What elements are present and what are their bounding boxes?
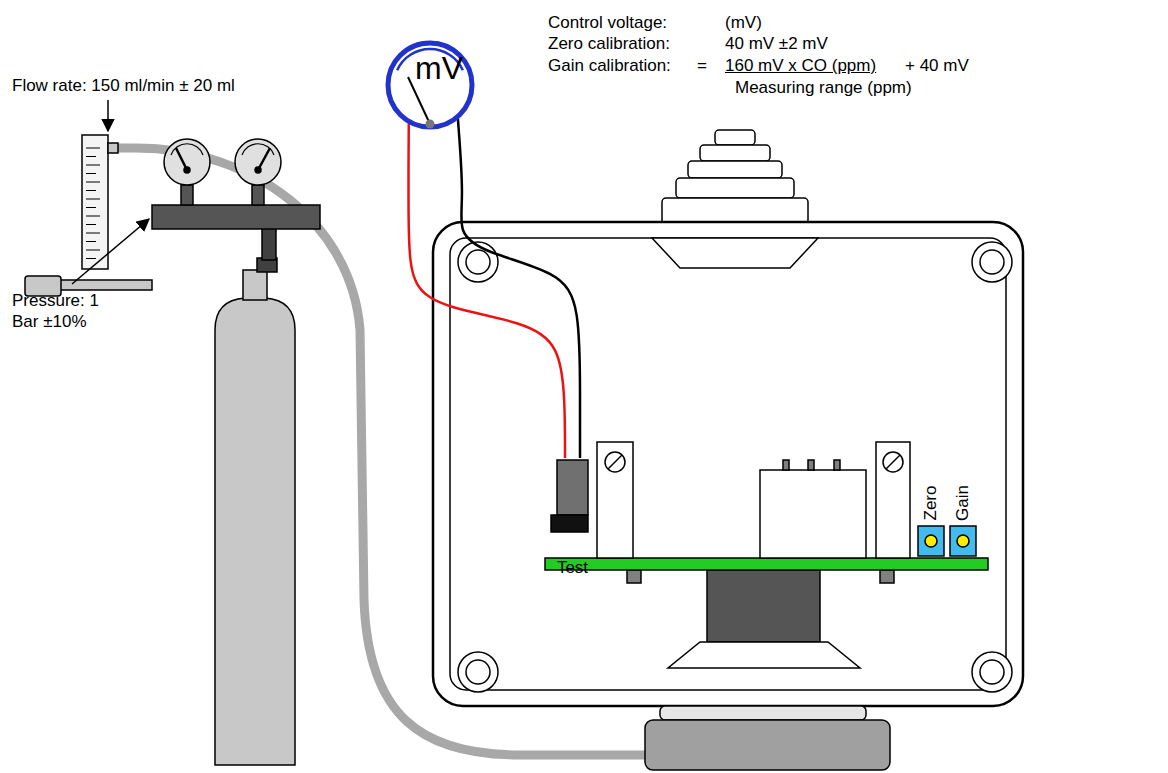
formula-numerator: 160 mV x CO (ppm) [725,55,876,76]
spec-label: Control voltage: [548,12,667,33]
sensor-head [645,706,890,770]
formula-term: + 40 mV [905,55,969,76]
trimmer-label: Gain [952,485,973,521]
spec-operator: = [697,55,707,76]
spec-value: (mV) [725,12,762,33]
trimmer-label: Zero [920,486,941,521]
spec-value: 40 mV ±2 mV [725,33,828,54]
gas-bottle [215,228,295,765]
test-lead-wire [408,121,565,458]
unit-label: mV [415,52,463,84]
housing [433,222,1023,706]
flow-rate-note: Flow rate: 150 ml/min ± 20 ml [12,75,235,96]
test-lead-wire [458,117,580,458]
pressure-note: Pressure: 1 Bar ±10% [12,290,122,333]
millivolt-meter: mV [385,40,475,130]
leader-line [72,219,149,284]
flow-meter [25,135,152,296]
test-connector: Test [548,458,593,580]
spec-label: Gain calibration: [548,55,671,76]
cable-gland [662,130,808,224]
connector-label: Test [557,559,588,576]
pressure-regulator [152,139,320,229]
leader-line [107,100,109,131]
spec-label: Zero calibration: [548,33,670,54]
circuit-board [545,442,988,668]
formula-denominator: Measuring range (ppm) [735,77,912,98]
